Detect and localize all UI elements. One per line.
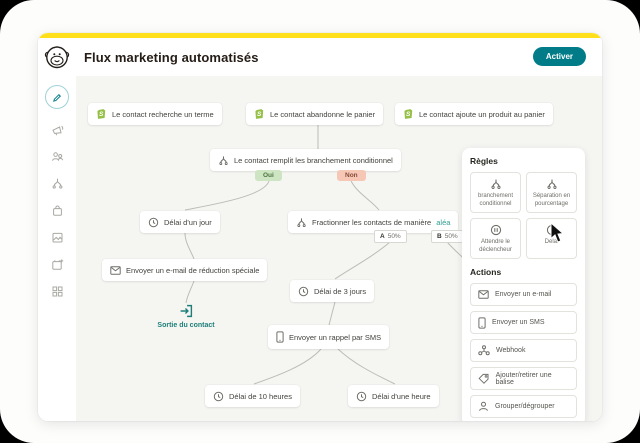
split-icon	[218, 155, 229, 166]
node-label: Envoyer un rappel par SMS	[289, 332, 382, 342]
svg-text:S: S	[406, 111, 411, 118]
nav-sidebar	[38, 76, 77, 421]
shopify-bag-icon: S	[254, 108, 265, 120]
blocks-panel: Règles branchement conditionnel Séparati…	[462, 148, 585, 421]
page-title: Flux marketing automatisés	[84, 49, 259, 65]
audience-icon	[51, 152, 63, 161]
image-icon	[52, 232, 62, 243]
action-item-webhook[interactable]: Webhook	[470, 339, 577, 362]
action-item-label: Ajouter/retirer une balise	[495, 371, 552, 386]
rule-tile-wait-trigger[interactable]: Attendre le déclencheur	[470, 218, 521, 259]
shopify-bag-icon: S	[96, 108, 107, 120]
rule-tile-label: branchement conditionnel	[477, 193, 514, 207]
node-label: Délai de 10 heures	[229, 391, 292, 401]
node-label: Envoyer un e-mail de réduction spéciale	[126, 265, 260, 275]
node-label-accent: aléa	[436, 217, 451, 227]
mail-icon	[110, 265, 121, 275]
node-label: Le contact recherche un terme	[112, 109, 214, 119]
node-label: Le contact ajoute un produit au panier	[419, 109, 545, 119]
tag-icon	[478, 373, 489, 384]
sidebar-item-campaigns[interactable]	[51, 123, 64, 136]
megaphone-icon	[51, 125, 63, 136]
automation-split-icon	[52, 178, 62, 189]
actions-section-title: Actions	[470, 267, 502, 277]
shopify-bag-icon: S	[403, 108, 414, 120]
person-icon	[479, 401, 488, 411]
apps-grid-icon	[52, 286, 62, 297]
sidebar-item-create[interactable]	[45, 85, 69, 109]
contact-exit-icon[interactable]	[179, 304, 193, 323]
rule-tile-percentage-split[interactable]: Séparation en pourcentage	[526, 172, 577, 213]
sms-reminder-node[interactable]: Envoyer un rappel par SMS	[268, 325, 390, 349]
branch-no-badge: Non	[337, 170, 366, 181]
clock-icon	[298, 286, 309, 297]
delay-one-day-node[interactable]: Délai d'un jour	[140, 211, 220, 233]
node-label: Délai d'un jour	[164, 217, 212, 227]
svg-text:S: S	[257, 111, 262, 118]
phone-icon	[276, 331, 284, 343]
split-icon	[546, 179, 557, 189]
webhook-icon	[478, 345, 490, 356]
delay-ten-hours-node[interactable]: Délai de 10 heures	[205, 385, 300, 407]
node-label: Délai de 3 jours	[314, 286, 367, 296]
rules-section-title: Règles	[470, 156, 498, 166]
clock-icon	[148, 217, 159, 228]
clock-icon	[213, 391, 224, 402]
shopping-bag-icon	[52, 205, 62, 216]
action-item-group-ungroup[interactable]: Grouper/dégrouper	[470, 395, 577, 418]
action-item-send-email[interactable]: Envoyer un e-mail	[470, 283, 577, 306]
app-header: Flux marketing automatisés Activer	[38, 38, 602, 77]
phone-icon	[478, 316, 486, 329]
flow-connectors	[184, 125, 477, 385]
rule-tile-label: Attendre le déclencheur	[479, 239, 512, 253]
split-icon	[296, 217, 307, 228]
sidebar-item-commerce[interactable]	[51, 204, 64, 217]
discount-email-node[interactable]: Envoyer un e-mail de réduction spéciale	[102, 259, 268, 281]
action-item-send-sms[interactable]: Envoyer un SMS	[470, 311, 577, 334]
sidebar-item-apps[interactable]	[51, 285, 64, 298]
delay-three-days-node[interactable]: Délai de 3 jours	[290, 280, 375, 302]
app-window: Flux marketing automatisés Activer	[38, 33, 602, 421]
clock-icon	[356, 391, 367, 402]
freddie-monkey-icon	[44, 46, 70, 69]
brand-yellow-bar	[38, 33, 602, 38]
sidebar-item-automations[interactable]	[51, 177, 64, 190]
node-label: Fractionner les contacts de manière	[312, 217, 432, 227]
action-item-label: Grouper/dégrouper	[495, 403, 555, 410]
delay-one-hour-node[interactable]: Délai d'une heure	[348, 385, 439, 407]
node-label: Le contact remplit les branchement condi…	[234, 155, 393, 165]
rules-grid: branchement conditionnel Séparation en p…	[470, 172, 577, 259]
pause-icon	[490, 224, 501, 236]
sidebar-item-audience[interactable]	[51, 150, 64, 163]
journey-canvas[interactable]: S Le contact recherche un terme S Le con…	[76, 76, 602, 421]
pencil-icon	[53, 93, 62, 102]
action-item-label: Webhook	[496, 347, 526, 354]
trigger-node-abandoned-cart[interactable]: S Le contact abandonne le panier	[246, 103, 384, 125]
contact-exit-label: Sortie du contact	[157, 322, 215, 329]
action-item-add-remove-tag[interactable]: Ajouter/retirer une balise	[470, 367, 577, 390]
trigger-node-added-product[interactable]: S Le contact ajoute un produit au panier	[395, 103, 553, 125]
mail-icon	[478, 290, 489, 299]
rule-tile-label: Séparation en pourcentage	[532, 193, 571, 207]
action-item-label: Envoyer un e-mail	[495, 291, 552, 298]
random-split-node[interactable]: Fractionner les contacts de manière aléa	[288, 211, 459, 233]
activate-button[interactable]: Activer	[532, 47, 586, 66]
mailchimp-logo[interactable]	[38, 44, 76, 70]
svg-text:S: S	[99, 111, 104, 118]
node-label: Le contact abandonne le panier	[270, 109, 376, 119]
node-label: Délai d'une heure	[372, 391, 431, 401]
mouse-cursor	[550, 221, 565, 249]
trigger-node-search-term[interactable]: S Le contact recherche un terme	[88, 103, 222, 125]
split-icon	[490, 179, 501, 189]
sidebar-item-content[interactable]	[51, 231, 64, 244]
rule-tile-conditional-branch[interactable]: branchement conditionnel	[470, 172, 521, 213]
action-item-label: Envoyer un SMS	[492, 319, 545, 326]
calendar-add-icon	[51, 259, 63, 270]
sidebar-item-calendar[interactable]	[51, 258, 64, 271]
rule-tile-label: Délai	[544, 239, 559, 245]
conditional-branch-node[interactable]: Le contact remplit les branchement condi…	[210, 149, 401, 171]
branch-yes-badge: Oui	[255, 170, 282, 181]
